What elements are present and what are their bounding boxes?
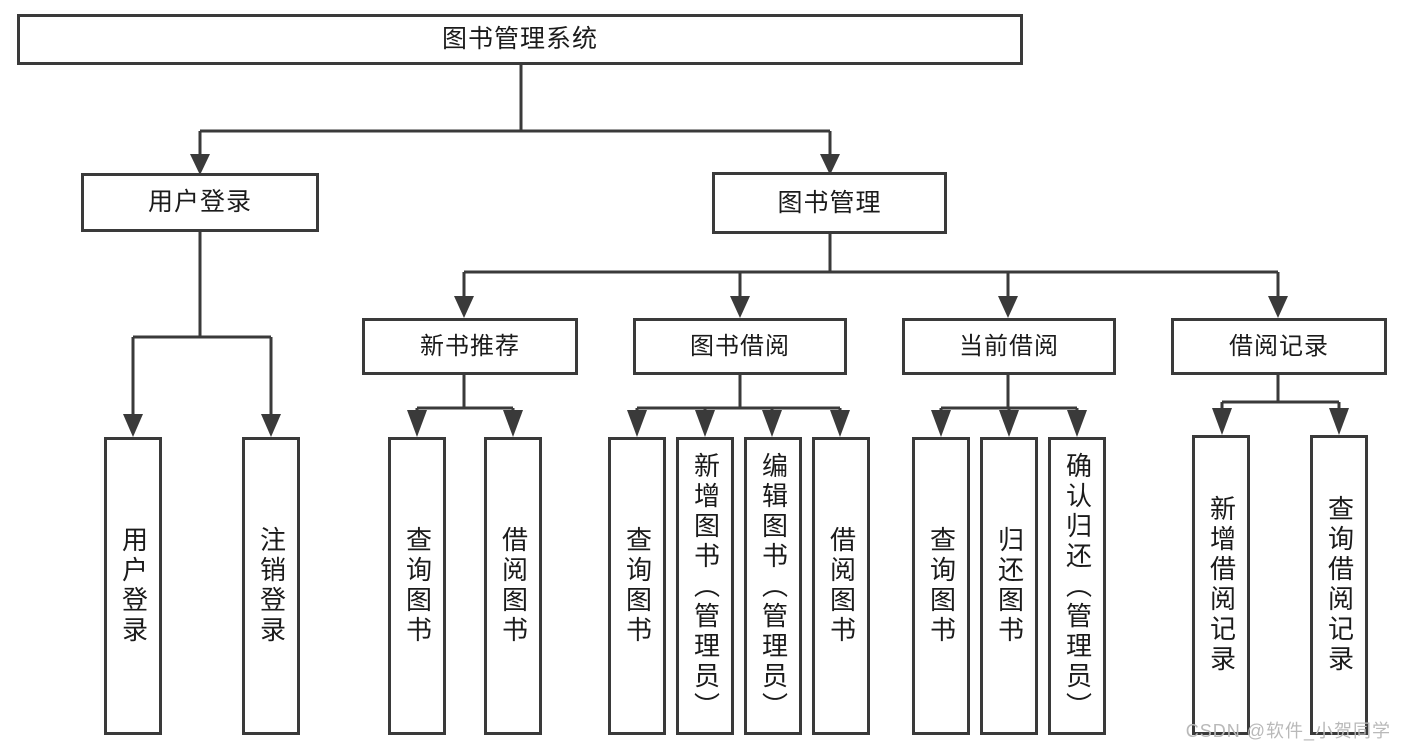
- leaf-recommend-borrow-book[interactable]: 借阅图书: [484, 437, 542, 735]
- node-label: 图书借阅: [690, 332, 790, 360]
- leaf-current-return-book[interactable]: 归还图书: [980, 437, 1038, 735]
- csdn-watermark: CSDN @软件_小贺同学: [1185, 721, 1391, 741]
- node-label: 当前借阅: [959, 332, 1059, 360]
- node-label: 借阅图书: [498, 526, 529, 646]
- node-label: 查询借阅记录: [1324, 495, 1355, 675]
- node-label: 查询图书: [402, 526, 433, 646]
- node-label: 用户登录: [147, 188, 252, 216]
- node-label: 注销登录: [256, 526, 287, 646]
- node-user-login[interactable]: 用户登录: [81, 173, 319, 232]
- node-book-borrow[interactable]: 图书借阅: [633, 318, 847, 375]
- node-label: 新增借阅记录: [1206, 495, 1237, 675]
- node-label: 新书推荐: [420, 332, 520, 360]
- node-label: 用户登录: [118, 526, 149, 646]
- node-label: 新增图书（管理员）: [690, 452, 721, 722]
- node-label: 图书管理系统: [441, 25, 598, 53]
- leaf-borrow-edit-book-admin[interactable]: 编辑图书（管理员）: [744, 437, 802, 735]
- node-label: 查询图书: [622, 526, 653, 646]
- node-label: 借阅图书: [826, 526, 857, 646]
- leaf-record-query-borrow-record[interactable]: 查询借阅记录: [1310, 435, 1368, 735]
- node-label: 借阅记录: [1229, 332, 1329, 360]
- node-label: 编辑图书（管理员）: [758, 452, 789, 722]
- node-new-book-recommend[interactable]: 新书推荐: [362, 318, 578, 375]
- node-label: 图书管理: [777, 188, 882, 217]
- node-book-management[interactable]: 图书管理: [712, 172, 947, 234]
- leaf-borrow-add-book-admin[interactable]: 新增图书（管理员）: [676, 437, 734, 735]
- leaf-borrow-borrow-book[interactable]: 借阅图书: [812, 437, 870, 735]
- leaf-borrow-query-book[interactable]: 查询图书: [608, 437, 666, 735]
- node-label: 归还图书: [994, 526, 1025, 646]
- leaf-user-login-signout[interactable]: 注销登录: [242, 437, 300, 735]
- leaf-record-add-borrow-record[interactable]: 新增借阅记录: [1192, 435, 1250, 735]
- leaf-user-login-signin[interactable]: 用户登录: [104, 437, 162, 735]
- leaf-current-query-book[interactable]: 查询图书: [912, 437, 970, 735]
- node-current-borrow[interactable]: 当前借阅: [902, 318, 1116, 375]
- node-label: 确认归还（管理员）: [1062, 452, 1093, 722]
- leaf-recommend-query-book[interactable]: 查询图书: [388, 437, 446, 735]
- node-root-system[interactable]: 图书管理系统: [17, 14, 1023, 65]
- leaf-current-confirm-return-admin[interactable]: 确认归还（管理员）: [1048, 437, 1106, 735]
- node-label: 查询图书: [926, 526, 957, 646]
- node-borrow-record[interactable]: 借阅记录: [1171, 318, 1387, 375]
